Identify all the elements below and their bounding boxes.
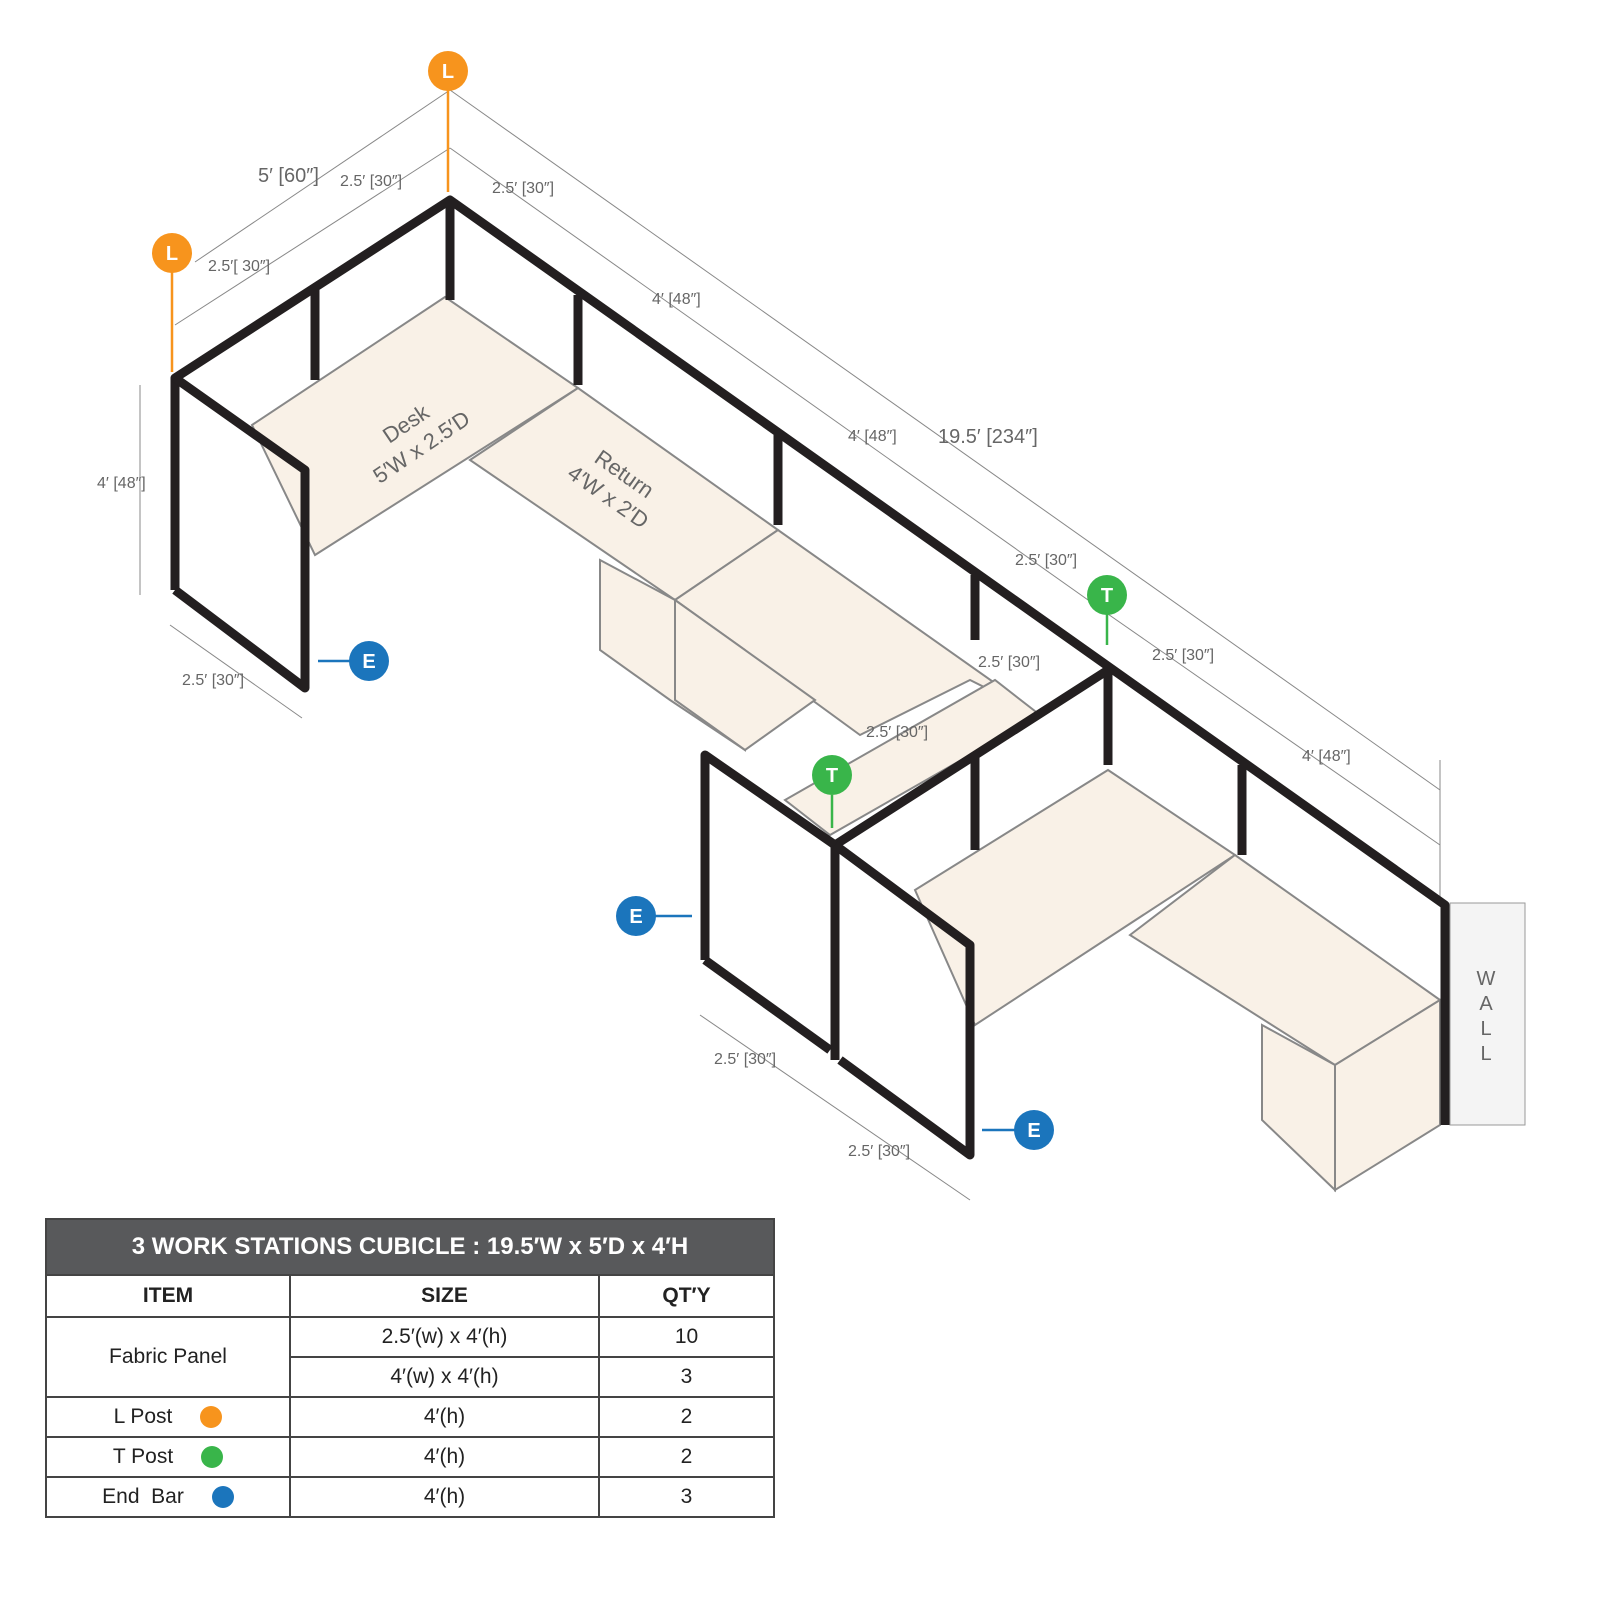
dim-label: 4′ [48″] bbox=[652, 291, 701, 308]
table-row: 4′(w) x 4′(h) 3 bbox=[46, 1356, 775, 1398]
dim-label: 4′ [48″] bbox=[848, 428, 897, 445]
t-post-marker: T bbox=[812, 755, 852, 795]
size-cell: 2.5′(w) x 4′(h) bbox=[289, 1316, 600, 1358]
panel-frames bbox=[170, 195, 1450, 1160]
dim-label: 2.5′ [30″] bbox=[492, 180, 554, 197]
qty-cell: 2 bbox=[598, 1436, 775, 1478]
svg-text:E: E bbox=[362, 651, 375, 673]
dim-label: 2.5′ [30″] bbox=[978, 654, 1040, 671]
dim-label: 5′ [60″] bbox=[258, 165, 319, 187]
item-cell: End Bar bbox=[45, 1476, 291, 1518]
dim-label: 2.5′ [30″] bbox=[848, 1143, 910, 1160]
dim-label: 2.5′[ 30″] bbox=[208, 258, 270, 275]
l-post-marker: L bbox=[428, 51, 468, 91]
dim-label: 2.5′ [30″] bbox=[1152, 647, 1214, 664]
dim-label: 2.5′ [30″] bbox=[866, 724, 928, 741]
dim-label: 19.5′ [234″] bbox=[938, 426, 1038, 448]
qty-cell: 2 bbox=[598, 1396, 775, 1438]
dim-label: 4′ [48″] bbox=[97, 475, 146, 492]
size-cell: 4′(h) bbox=[289, 1476, 600, 1518]
orange-dot-icon bbox=[200, 1406, 223, 1429]
svg-text:T: T bbox=[826, 765, 838, 787]
dimension-lines bbox=[139, 89, 1441, 1201]
col-header-size: SIZE bbox=[289, 1274, 600, 1318]
dim-label: 2.5′ [30″] bbox=[182, 672, 244, 689]
wall-label: WA LL bbox=[1477, 968, 1496, 1065]
desk-surfaces bbox=[250, 295, 1442, 1193]
svg-text:L: L bbox=[1480, 1018, 1491, 1040]
item-cell: Fabric Panel bbox=[45, 1316, 291, 1398]
qty-cell: 10 bbox=[598, 1316, 775, 1358]
parts-table: 3 WORK STATIONS CUBICLE : 19.5′W x 5′D x… bbox=[45, 1218, 775, 1518]
table-row: T Post 4′(h) 2 bbox=[45, 1436, 775, 1478]
wall bbox=[1449, 902, 1526, 1126]
dim-label: 2.5′ [30″] bbox=[340, 173, 402, 190]
svg-text:T: T bbox=[1101, 585, 1113, 607]
svg-text:W: W bbox=[1477, 968, 1496, 990]
l-post-marker: L bbox=[152, 233, 192, 273]
size-cell: 4′(w) x 4′(h) bbox=[289, 1356, 600, 1398]
t-post-marker: T bbox=[1087, 575, 1127, 615]
dim-label: 2.5′ [30″] bbox=[714, 1051, 776, 1068]
svg-text:L: L bbox=[442, 61, 454, 83]
col-header-item: ITEM bbox=[45, 1274, 291, 1318]
green-dot-icon bbox=[201, 1446, 224, 1469]
table-row: L Post 4′(h) 2 bbox=[45, 1396, 775, 1438]
end-bar-marker: E bbox=[349, 641, 389, 681]
end-bar-marker: E bbox=[616, 896, 656, 936]
item-cell: L Post bbox=[45, 1396, 291, 1438]
end-bar-marker: E bbox=[1014, 1110, 1054, 1150]
qty-cell: 3 bbox=[598, 1356, 775, 1398]
dim-label: 4′ [48″] bbox=[1302, 748, 1351, 765]
svg-text:A: A bbox=[1479, 993, 1493, 1015]
table-title: 3 WORK STATIONS CUBICLE : 19.5′W x 5′D x… bbox=[45, 1218, 775, 1276]
size-cell: 4′(h) bbox=[289, 1396, 600, 1438]
dim-label: 2.5′ [30″] bbox=[1015, 552, 1077, 569]
col-header-qty: QT′Y bbox=[598, 1274, 775, 1318]
table-row: Fabric Panel 2.5′(w) x 4′(h) 10 bbox=[45, 1316, 775, 1398]
table-row: End Bar 4′(h) 3 bbox=[45, 1476, 775, 1518]
item-cell: T Post bbox=[45, 1436, 291, 1478]
svg-text:E: E bbox=[629, 906, 642, 928]
blue-dot-icon bbox=[211, 1486, 234, 1509]
size-cell: 4′(h) bbox=[289, 1436, 600, 1478]
svg-text:L: L bbox=[1480, 1043, 1491, 1065]
svg-text:E: E bbox=[1027, 1120, 1040, 1142]
svg-text:L: L bbox=[166, 243, 178, 265]
qty-cell: 3 bbox=[598, 1476, 775, 1518]
